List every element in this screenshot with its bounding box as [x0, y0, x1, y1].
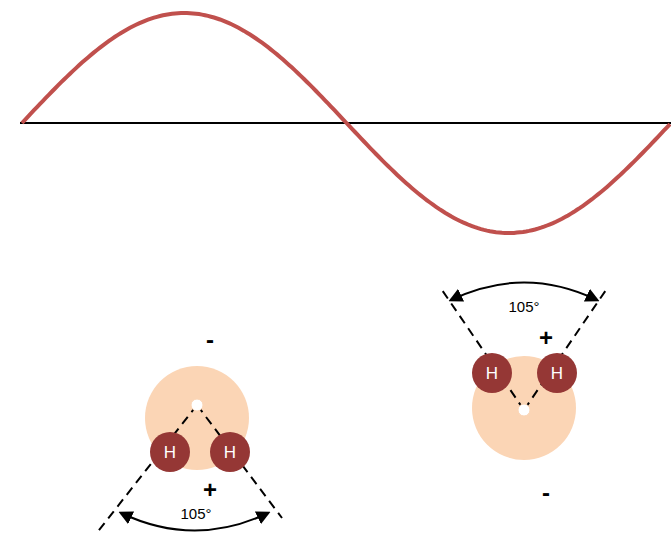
charge-sign: -	[542, 481, 550, 505]
atom-symbol: H	[551, 365, 563, 382]
atom-symbol: H	[164, 444, 176, 461]
angle-label: 105°	[179, 506, 212, 521]
hydrogen-atom: H	[537, 353, 577, 393]
bond-axis	[197, 405, 282, 518]
atom-symbol: H	[224, 444, 236, 461]
oxygen-atom	[191, 399, 203, 411]
angle-label: 105°	[507, 299, 540, 314]
charge-sign: -	[206, 328, 214, 352]
sine-wave	[22, 13, 670, 233]
atom-symbol: H	[486, 365, 498, 382]
hydrogen-atom: H	[210, 432, 250, 472]
angle-arc	[451, 283, 597, 301]
hydrogen-atom: H	[472, 353, 512, 393]
oxygen-cloud	[472, 356, 576, 460]
charge-sign: +	[539, 326, 553, 350]
hydrogen-atom: H	[150, 432, 190, 472]
charge-sign: +	[203, 478, 217, 502]
oxygen-atom	[518, 404, 530, 416]
